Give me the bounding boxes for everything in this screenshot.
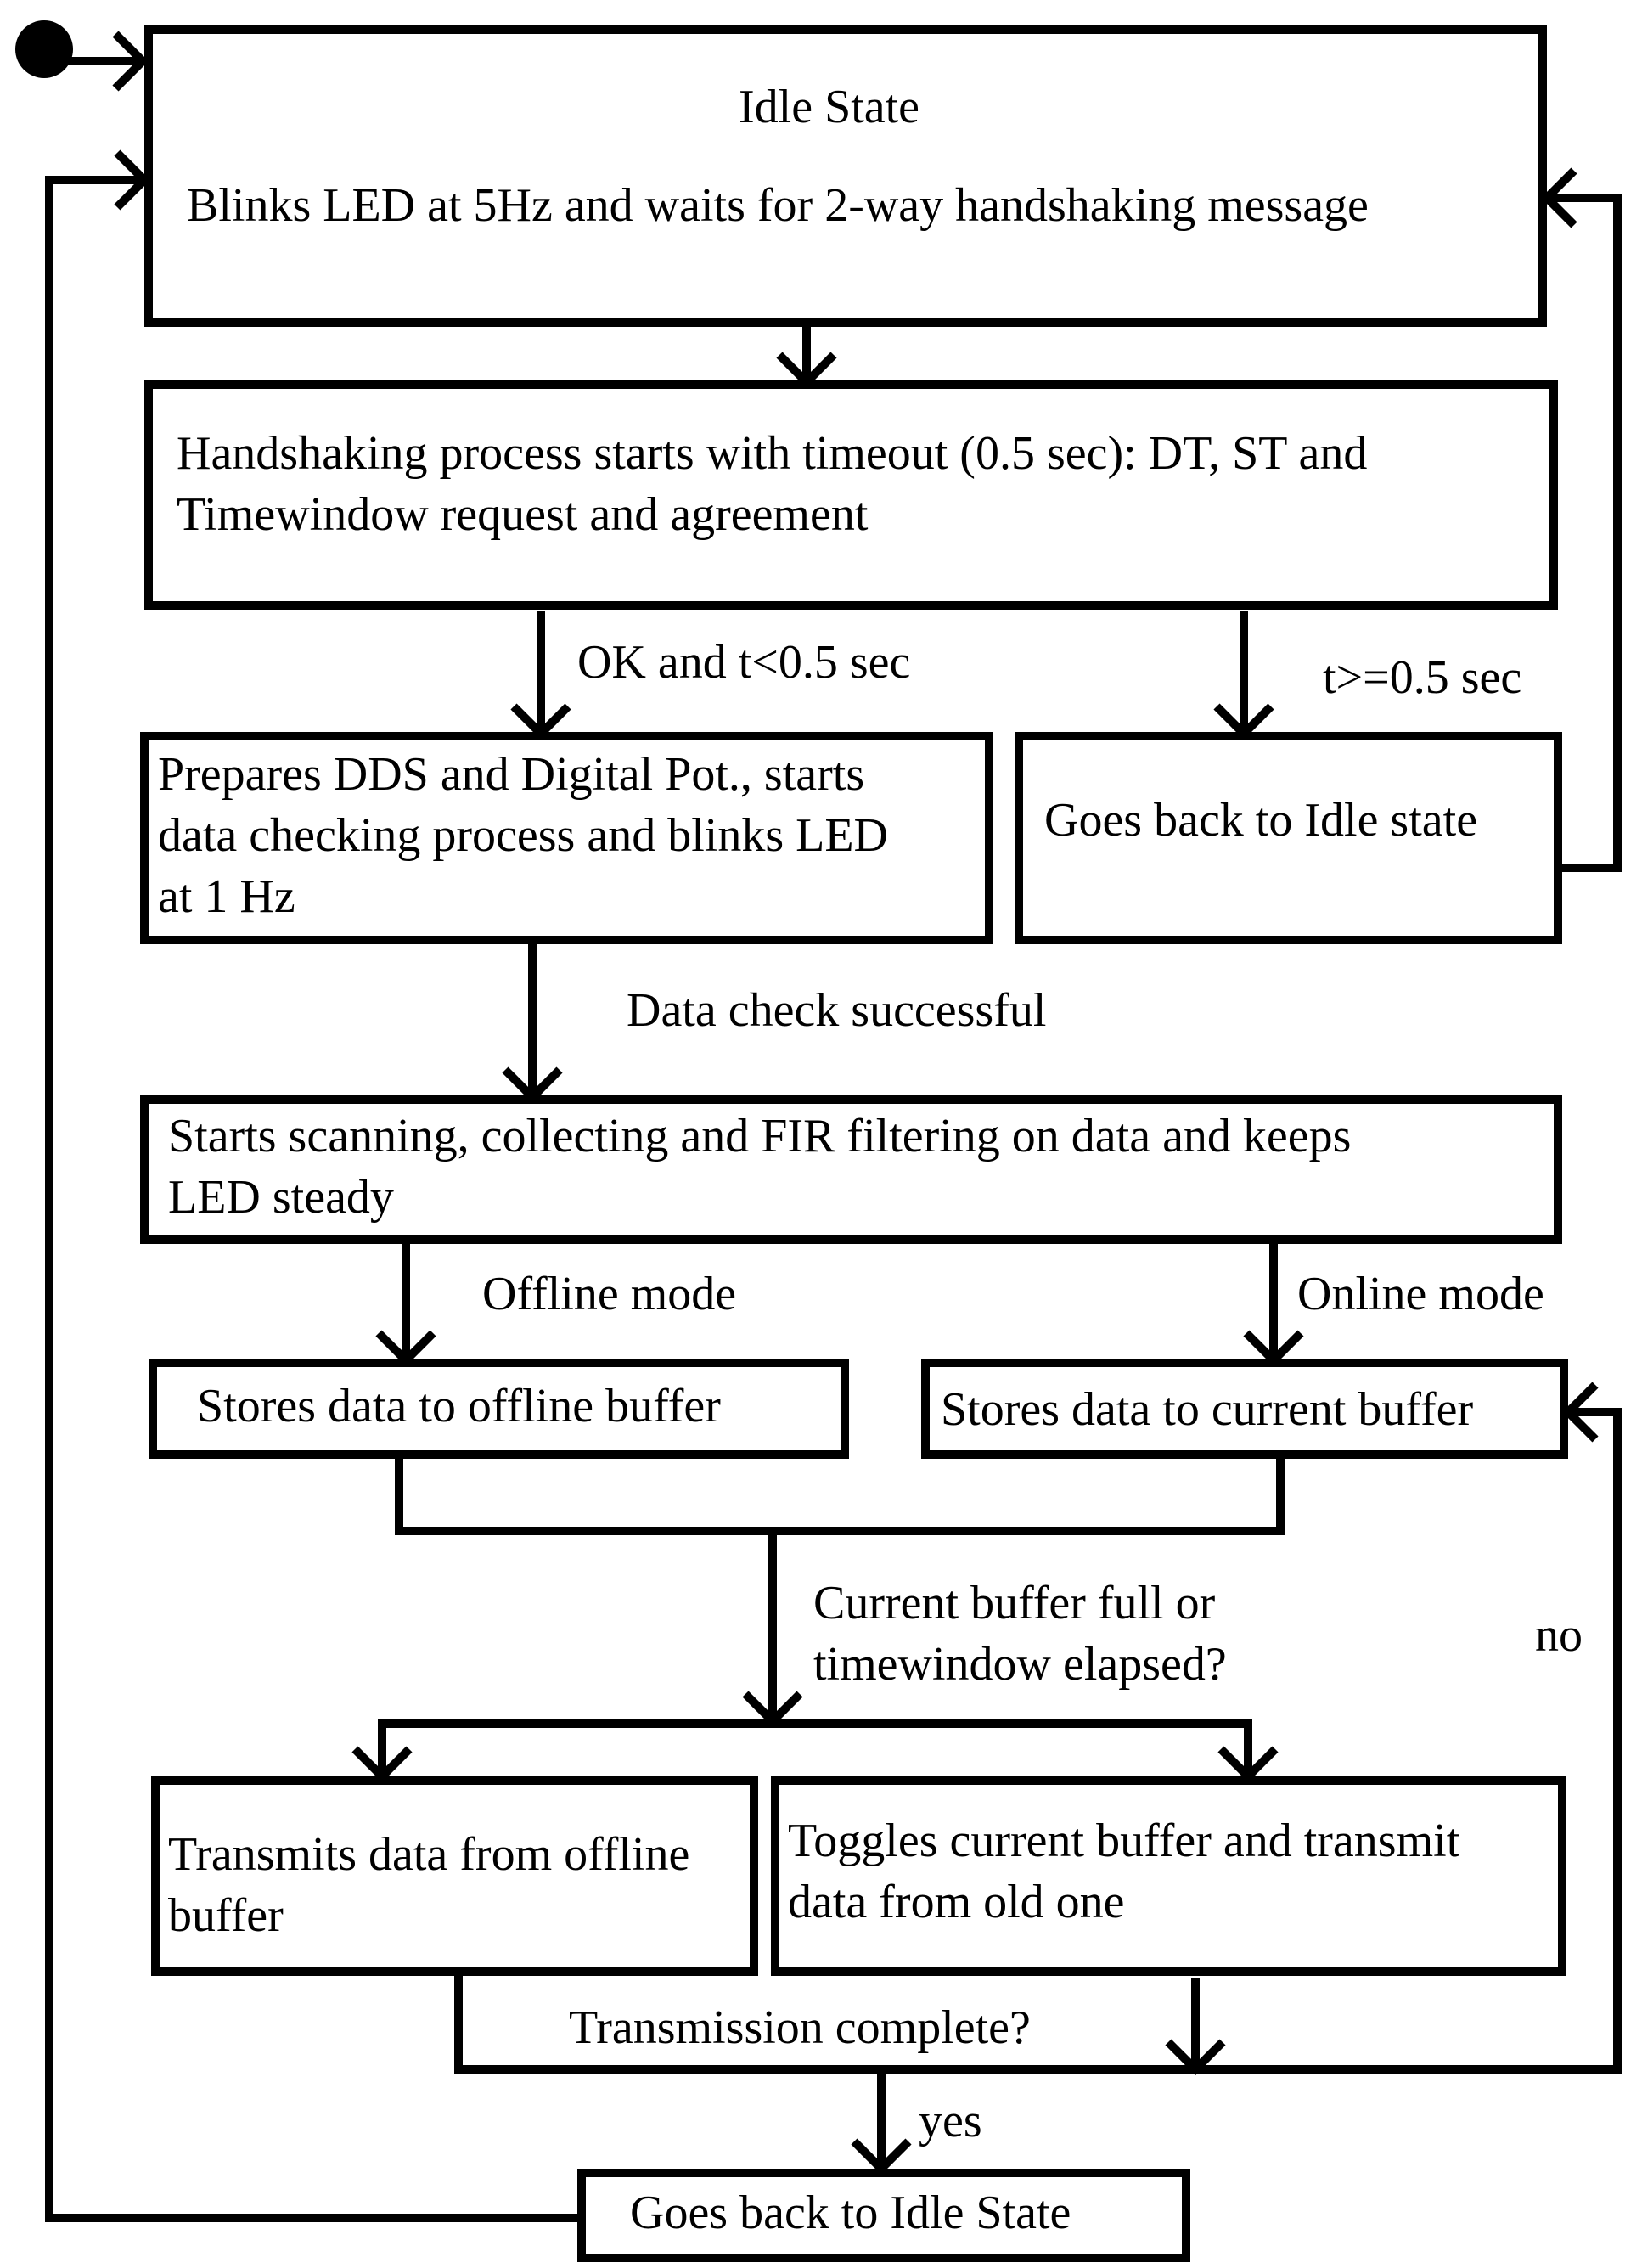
offline-buffer-label: Stores data to offline buffer — [197, 1380, 721, 1432]
ok-label: OK and t<0.5 sec — [577, 636, 911, 689]
no-label: no — [1535, 1609, 1583, 1662]
transmit-offline-line-2: buffer — [168, 1889, 284, 1942]
prepare-box — [140, 732, 993, 944]
transmit-offline-line-1: Transmits data from offline — [168, 1828, 690, 1881]
handshake-line-1: Handshaking process starts with timeout … — [177, 427, 1368, 480]
offline-buffer-box — [149, 1359, 849, 1459]
data-check-label: Data check successful — [627, 984, 1047, 1037]
initial-state-dot — [15, 20, 73, 78]
no-loop-arrowhead — [1561, 1382, 1599, 1443]
merge-bracket — [395, 1459, 1285, 1535]
idle-state-body: Blinks LED at 5Hz and waits for 2-way ha… — [187, 179, 1369, 232]
buffer-decision-line-1: Current buffer full or — [813, 1577, 1216, 1629]
timeout-return-arrowhead — [1540, 167, 1577, 228]
prepare-line-2: data checking process and blinks LED — [158, 809, 888, 862]
current-buffer-label: Stores data to current buffer — [941, 1383, 1474, 1436]
handshake-box — [144, 380, 1558, 610]
scanning-line-2: LED steady — [168, 1171, 394, 1224]
back-to-idle-final-label: Goes back to Idle State — [630, 2186, 1071, 2239]
idle-state-title: Idle State — [739, 81, 920, 133]
transmission-right-arrowhead — [1165, 2039, 1226, 2076]
buffer-decision-line-2: timewindow elapsed? — [813, 1638, 1227, 1691]
split-bracket — [378, 1719, 1252, 1775]
transmit-offline-box — [151, 1776, 758, 1976]
timeout-return-loop — [1547, 194, 1622, 872]
idle-state-box — [144, 25, 1547, 327]
scanning-line-1: Starts scanning, collecting and FIR filt… — [168, 1110, 1352, 1162]
yes-label: yes — [919, 2095, 982, 2147]
initial-arrow-head — [112, 31, 149, 92]
toggle-buffer-line-2: data from old one — [788, 1876, 1125, 1928]
back-to-idle-timeout-box — [1015, 732, 1562, 944]
toggle-buffer-box — [771, 1776, 1566, 1976]
transmission-complete-label: Transmission complete? — [569, 2001, 1031, 2054]
prepare-line-1: Prepares DDS and Digital Pot., starts — [158, 748, 865, 801]
back-to-idle-final-box — [577, 2169, 1190, 2262]
final-return-loop — [45, 176, 577, 2222]
transmission-decision-block — [454, 1408, 1622, 2074]
handshake-line-2: Timewindow request and agreement — [177, 488, 869, 541]
back-to-idle-timeout-label: Goes back to Idle state — [1044, 794, 1478, 847]
offline-mode-label: Offline mode — [482, 1268, 737, 1320]
prepare-line-3: at 1 Hz — [158, 870, 295, 923]
timeout-label: t>=0.5 sec — [1323, 651, 1522, 704]
online-mode-label: Online mode — [1297, 1268, 1544, 1320]
scanning-box — [140, 1095, 1562, 1244]
current-buffer-box — [921, 1359, 1568, 1459]
toggle-buffer-line-1: Toggles current buffer and transmit — [788, 1815, 1460, 1867]
